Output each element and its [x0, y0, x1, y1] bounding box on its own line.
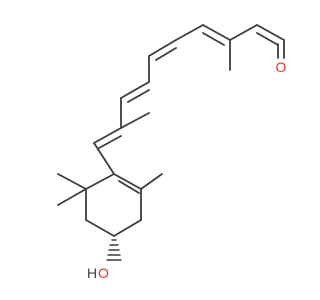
bond-c10-c11-double: [127, 89, 150, 103]
bond-c8-c9-double: [98, 135, 122, 149]
hydroxyl-o: O: [98, 265, 109, 281]
bond-ring-c6-methyl-b: [57, 188, 87, 206]
bond-c12-c13-double: [155, 47, 177, 61]
bond-c10-c11: [120, 81, 150, 99]
bond-ring-c1-c2: [113, 173, 142, 190]
bond-ring-to-c8: [93, 142, 115, 175]
bond-c8-c9: [93, 127, 122, 144]
bond-ring-c3-c4: [113, 219, 142, 237]
aldehyde-oxygen-label: O: [276, 59, 287, 75]
bond-c14-c15: [202, 24, 231, 41]
bond-c16-c17-double: [256, 32, 279, 46]
bond-c16-c17: [256, 24, 285, 41]
bond-ring-c2-methyl: [140, 173, 163, 190]
bond-c13-c14: [175, 24, 204, 41]
hydroxyl-h: H: [87, 265, 97, 281]
bond-c9-methyl: [120, 112, 150, 129]
hydroxyl-label: O H: [87, 265, 109, 281]
bond-ring-c4-c5: [85, 219, 115, 237]
bond-ring-c6-methyl-a: [57, 173, 87, 190]
skeletal-structure-diagram: O O H: [57, 24, 287, 281]
bond-c15-c16: [229, 24, 258, 41]
bond-c14-c15-double: [202, 32, 225, 46]
hydroxyl-hashed-wedge: [106, 239, 122, 261]
bond-ring-c6-c1: [85, 173, 115, 190]
structure-canvas: O O H: [57, 24, 287, 281]
bond-ring-c1-c2-double: [118, 180, 140, 194]
bond-c12-c13: [148, 39, 177, 57]
